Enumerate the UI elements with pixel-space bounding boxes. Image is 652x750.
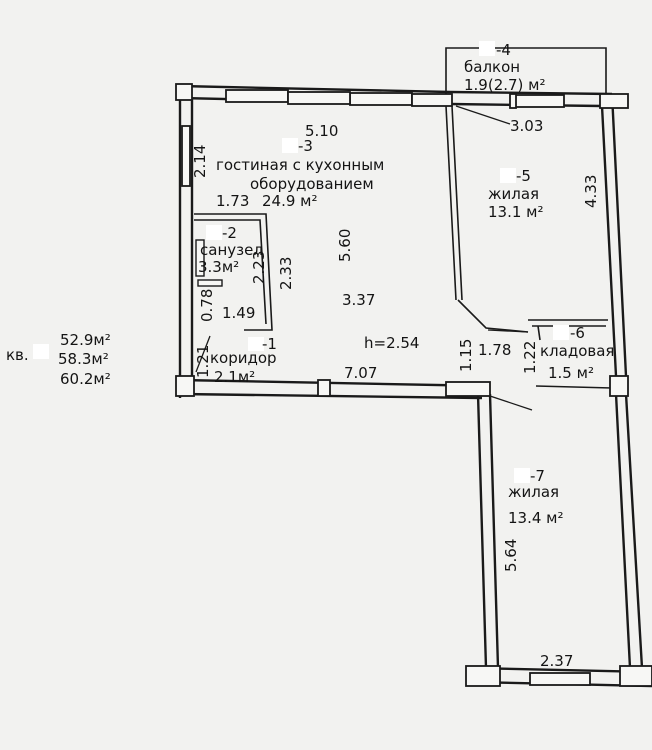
right-wall [600,93,628,377]
living-inner-dim: 3.37 [342,291,375,309]
bedroom1-dim-b: 1.78 [478,341,511,359]
balcony-outline [445,47,607,96]
post [599,93,629,109]
redaction-box [33,344,49,359]
bedroom2-area: 13.4 м² [508,509,564,527]
bedroom2-name: жилая [508,483,559,501]
walls [178,47,652,688]
storage-area: 1.5 м² [548,364,594,382]
left-wall [178,86,194,340]
living-left-dim: 2.14 [191,145,209,178]
window-living-2 [349,92,413,106]
door-bedroom1 [487,329,529,333]
bedroom1-area: 13.1 м² [488,203,544,221]
window-bedroom1 [513,94,565,108]
balcony-width-dim: 3.03 [510,117,543,135]
corridor-bottom-wall [179,378,491,400]
bedroom1-dim-a: 1.15 [457,339,475,372]
door-corridor [195,335,211,373]
bathroom-dim-c: 0.78 [198,289,216,322]
redaction-box [248,337,264,351]
redaction-box [479,41,495,56]
apartment-area-2: 58.3м² [58,350,109,368]
redaction-boxes [33,41,569,483]
bathroom-area: 3.3м² [198,258,239,276]
post [317,379,331,397]
apartment-prefix: кв. [6,346,29,364]
bathroom-dim-b: 2.33 [277,257,295,290]
bathroom-fixture [195,239,205,277]
post [175,375,195,397]
bedroom2-num: -7 [530,467,545,485]
redaction-box [500,168,516,183]
balcony-num: -4 [496,41,511,59]
bathroom-walls [194,213,273,331]
window-bedroom2 [529,672,591,686]
door-balcony [455,105,511,125]
storage-num: -6 [570,324,585,342]
living-name-line2: оборудованием [250,175,374,193]
bedroom1-side-dim: 4.33 [582,175,600,208]
bathroom-num: -2 [222,224,237,242]
bedroom2-side-dim: 5.64 [502,539,520,572]
corridor-name: коридор [210,349,277,367]
balcony-area: 1.9(2.7) м² [464,76,546,94]
post [609,375,629,397]
post [287,91,351,105]
redaction-box [206,225,222,240]
post [509,93,517,109]
apartment-area-1: 52.9м² [60,331,111,349]
post [445,381,491,397]
bedroom2-left-wall [476,393,500,669]
doors [195,105,533,411]
bathroom-dim-a: 2.23 [250,251,268,284]
living-mid-dim: 1.73 [216,192,249,210]
apartment-area-3: 60.2м² [60,370,111,388]
wall-posts [175,83,652,687]
post [465,665,501,687]
ceiling-height: h=2.54 [364,334,419,352]
corridor-area: 2.1м² [214,368,255,386]
window-living-1 [225,89,289,103]
corridor-num: -1 [262,335,277,353]
post [619,665,652,687]
bedroom2-bottom-dim: 2.37 [540,652,573,670]
balcony-name: балкон [464,58,520,76]
door-bedroom2 [489,395,533,411]
bedroom1-num: -5 [516,167,531,185]
post [175,83,193,101]
living-area: 24.9 м² [262,192,318,210]
bathroom-name: санузел [200,241,263,259]
corridor-length-dim: 7.07 [344,364,377,382]
living-name-line1: гостиная с кухонным [216,156,384,174]
bedroom1-bottom [457,299,529,333]
living-top-dim: 5.10 [305,122,338,140]
right-wall-lower [614,393,644,669]
storage-name: кладовая [540,342,614,360]
bedroom1-name: жилая [488,185,539,203]
corridor-dim-a: 1.21 [194,345,212,378]
partition-living-bedroom [445,105,463,301]
storage-dim-a: 1.22 [521,341,539,374]
labels: -4 балкон 1.9(2.7) м² 3.03 5.10 -3 гости… [6,41,614,670]
living-num: -3 [298,137,313,155]
post [411,93,453,107]
redaction-box [553,325,569,340]
living-length-dim: 5.60 [336,229,354,262]
bathroom-dim-d: 1.49 [222,304,255,322]
window-left [181,125,191,187]
bathroom-fixture [197,279,223,287]
redaction-box [514,468,530,483]
redaction-box [282,138,298,153]
